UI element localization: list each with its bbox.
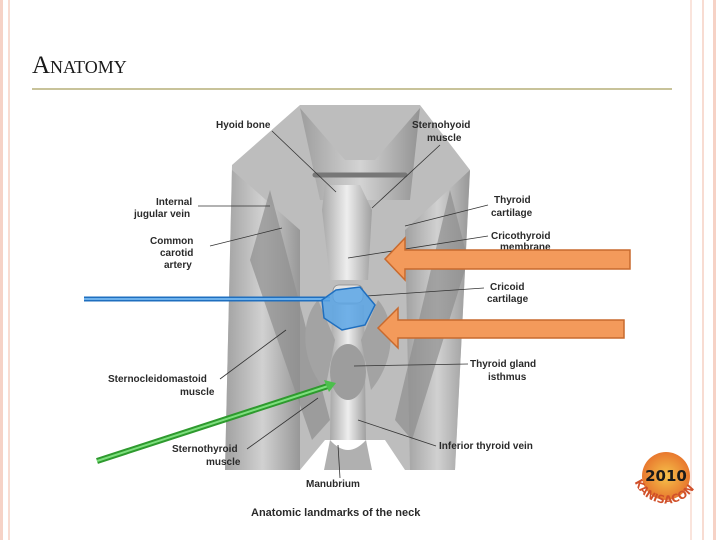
label-manubrium: Manubrium: [306, 479, 360, 490]
label-thyroid-cartilage-line1: Thyroid: [494, 195, 531, 206]
badge-year: 2010: [645, 467, 687, 485]
label-scm-line2: muscle: [180, 387, 215, 398]
kanisacon-logo: 2010 KANISACON: [632, 452, 697, 507]
left-border-stripe-inner: [8, 0, 10, 540]
label-sternothyroid-line1: Sternothyroid: [172, 444, 238, 455]
green-arrow-marker: [96, 380, 336, 464]
label-common-carotid-line2: carotid: [160, 248, 193, 259]
label-hyoid-bone: Hyoid bone: [216, 120, 271, 131]
label-cricoid-line2: cartilage: [487, 294, 529, 305]
label-common-carotid-line1: Common: [150, 236, 193, 247]
right-border-stripe-inner: [702, 0, 704, 540]
label-internal-jugular-line2: jugular vein: [133, 209, 190, 220]
orange-arrow-cricoid: [376, 306, 625, 350]
label-sternohyoid-line1: Sternohyoid: [412, 120, 470, 131]
title-rule: [32, 88, 672, 90]
neck-illustration: [225, 105, 470, 470]
right-border-stripe: [713, 0, 716, 540]
label-sternohyoid-line2: muscle: [427, 133, 462, 144]
blue-arrow-marker: [84, 286, 376, 331]
label-sternothyroid-line2: muscle: [206, 457, 241, 468]
label-inferior-thyroid-vein: Inferior thyroid vein: [439, 441, 533, 452]
label-scm-line1: Sternocleidomastoid: [108, 374, 207, 385]
orange-arrow-cricothyroid: [383, 236, 631, 282]
label-internal-jugular-line1: Internal: [156, 197, 192, 208]
label-thyroid-isthmus-line1: Thyroid gland: [470, 359, 536, 370]
label-common-carotid-line3: artery: [164, 260, 192, 271]
slide-title: Anatomy: [32, 52, 127, 79]
label-cricoid-line1: Cricoid: [490, 282, 524, 293]
figure-caption: Anatomic landmarks of the neck: [251, 507, 421, 519]
leader-lines: [198, 130, 489, 479]
left-border-stripe: [0, 0, 3, 540]
right-border-stripe-innermost: [690, 0, 692, 540]
label-thyroid-cartilage-line2: cartilage: [491, 208, 533, 219]
label-thyroid-isthmus-line2: isthmus: [488, 372, 527, 383]
label-cricothyroid-line2: membrane: [500, 242, 551, 253]
label-cricothyroid-line1: Cricothyroid: [491, 231, 550, 242]
